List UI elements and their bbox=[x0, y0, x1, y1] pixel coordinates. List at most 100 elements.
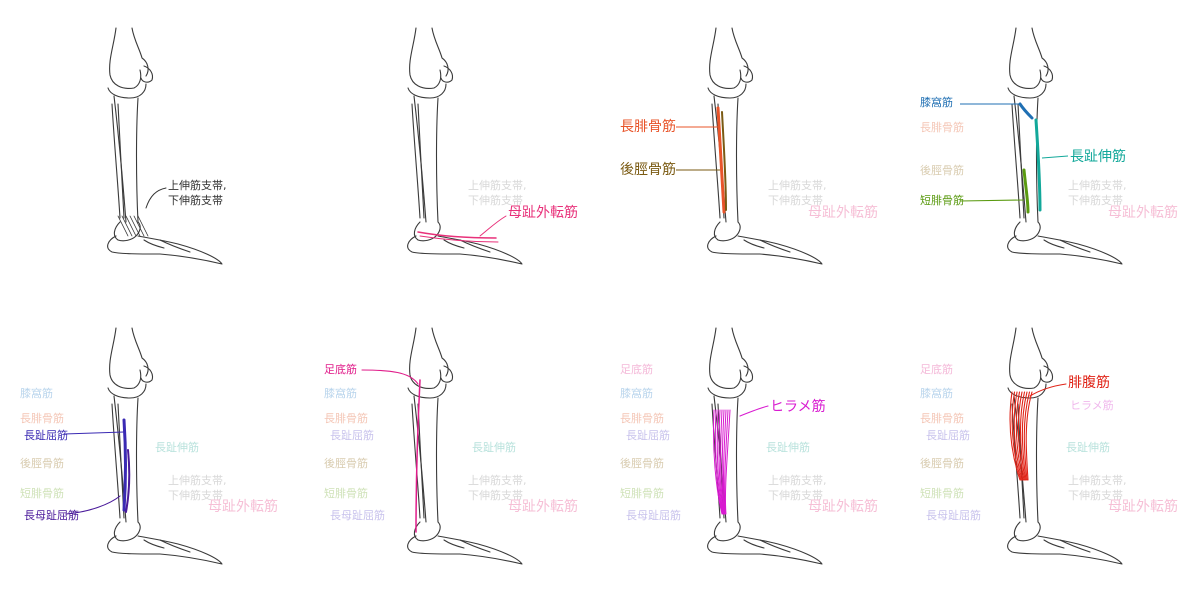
label-retinaculum-1: 上伸筋支帯, bbox=[168, 179, 227, 192]
metatarsal-lines bbox=[143, 539, 191, 553]
femur-edge bbox=[131, 27, 149, 77]
foot-icon bbox=[1007, 535, 1123, 565]
label-peroneus-longus: 長腓骨筋 bbox=[920, 412, 964, 425]
retinaculum-leader bbox=[145, 187, 167, 209]
patella-icon bbox=[740, 365, 754, 383]
label-flexor-digitorum: 長趾屈筋 bbox=[626, 429, 670, 442]
soleus-strand bbox=[724, 409, 731, 515]
label-abductor: 母趾外転筋 bbox=[1108, 205, 1178, 221]
fibula-icon bbox=[411, 103, 425, 219]
femur-icon bbox=[109, 327, 142, 389]
femur-icon bbox=[409, 327, 442, 389]
label-retinaculum-2: 下伸筋支帯 bbox=[168, 194, 223, 207]
gastrocnemius-strand bbox=[1015, 391, 1024, 481]
label-popliteus: 膝窩筋 bbox=[20, 387, 53, 400]
foot-icon bbox=[107, 235, 223, 265]
femur-edge bbox=[131, 327, 149, 377]
tibia-plateau bbox=[407, 83, 447, 99]
femur-edge bbox=[1031, 327, 1049, 377]
foot-icon bbox=[707, 535, 823, 565]
label-peroneus-brevis: 短腓骨筋 bbox=[920, 194, 964, 207]
label-retinaculum-1: 上伸筋支帯, bbox=[468, 474, 527, 487]
label-retinaculum-2: 下伸筋支帯 bbox=[768, 194, 823, 207]
talus-icon bbox=[413, 221, 441, 242]
tibia-icon bbox=[413, 95, 439, 223]
femur-icon bbox=[1009, 27, 1042, 89]
label-peroneus-brevis: 短腓骨筋 bbox=[920, 487, 964, 500]
abductor-muscle bbox=[419, 235, 499, 243]
label-retinaculum-2: 下伸筋支帯 bbox=[1068, 489, 1123, 502]
metatarsal-lines bbox=[743, 239, 791, 253]
leg-skeleton bbox=[1007, 327, 1123, 565]
flexor-hallucis-muscle bbox=[125, 449, 131, 513]
patella-icon bbox=[1040, 65, 1054, 83]
label-popliteus: 膝窩筋 bbox=[324, 387, 357, 400]
label-ext-digitorum: 長趾伸筋 bbox=[766, 441, 810, 454]
popliteus-muscle bbox=[1018, 102, 1034, 120]
foot-icon bbox=[707, 235, 823, 265]
label-peroneus-longus: 長腓骨筋 bbox=[920, 121, 964, 134]
label-ext-digitorum: 長趾伸筋 bbox=[1070, 149, 1126, 165]
femur-edge bbox=[1031, 27, 1049, 77]
label-soleus: ヒラメ筋 bbox=[770, 399, 826, 415]
patella-icon bbox=[440, 65, 454, 83]
label-retinaculum-1: 上伸筋支帯, bbox=[768, 179, 827, 192]
retinaculum-hatch bbox=[125, 215, 137, 237]
label-ext-digitorum: 長趾伸筋 bbox=[472, 441, 516, 454]
label-gastrocnemius: 腓腹筋 bbox=[1068, 375, 1110, 391]
gastrocnemius-strand bbox=[1025, 391, 1033, 481]
talus-icon bbox=[1013, 521, 1041, 542]
label-plantaris: 足底筋 bbox=[620, 363, 653, 376]
tibia-plateau bbox=[707, 383, 747, 399]
label-retinaculum-2: 下伸筋支帯 bbox=[468, 194, 523, 207]
tibia-icon bbox=[1013, 95, 1039, 223]
label-abductor: 母趾外転筋 bbox=[508, 499, 578, 515]
label-peroneus-brevis: 短腓骨筋 bbox=[620, 487, 664, 500]
soleus-strand bbox=[714, 409, 723, 515]
talus-icon bbox=[1013, 221, 1041, 242]
panel-gastrocnemius: 足底筋 腓腹筋 膝窩筋 ヒラメ筋 長腓骨筋 長趾屈筋 長趾伸筋 後脛骨筋 短腓骨… bbox=[900, 300, 1200, 600]
talus-icon bbox=[113, 521, 141, 542]
soleus-strand bbox=[722, 409, 727, 515]
label-retinaculum-2: 下伸筋支帯 bbox=[768, 489, 823, 502]
leg-skeleton bbox=[107, 27, 223, 265]
soleus-strand bbox=[712, 409, 723, 515]
retinaculum-hatch bbox=[117, 215, 129, 237]
leg-skeleton bbox=[707, 327, 823, 565]
panel-retinaculum: 上伸筋支帯, 下伸筋支帯 bbox=[0, 0, 300, 300]
fibula-icon bbox=[111, 403, 125, 519]
label-retinaculum-1: 上伸筋支帯, bbox=[468, 179, 527, 192]
leader-ext-digitorum bbox=[1041, 155, 1069, 159]
retinaculum-hatch bbox=[121, 215, 133, 237]
leader-flexor-digitorum bbox=[63, 431, 125, 435]
label-flexor-digitorum: 長趾屈筋 bbox=[330, 429, 374, 442]
leg-skeleton bbox=[676, 27, 823, 265]
leader-gastrocnemius bbox=[1029, 383, 1067, 397]
tibialis-posterior-muscle bbox=[721, 111, 727, 211]
tibia-plateau bbox=[1007, 83, 1047, 99]
panel-peroneus-longus: 長腓骨筋 後脛骨筋 上伸筋支帯, 下伸筋支帯 母趾外転筋 bbox=[600, 0, 900, 300]
label-popliteus: 膝窩筋 bbox=[620, 387, 653, 400]
tibia-plateau bbox=[107, 383, 147, 399]
soleus-strand bbox=[718, 409, 724, 515]
gastrocnemius-strand bbox=[1019, 391, 1026, 481]
label-peroneus-longus: 長腓骨筋 bbox=[620, 412, 664, 425]
foot-icon bbox=[107, 535, 223, 565]
label-ext-digitorum: 長趾伸筋 bbox=[155, 441, 199, 454]
label-flexor-hallucis: 長母趾屈筋 bbox=[926, 509, 981, 522]
panel-abductor: 上伸筋支帯, 下伸筋支帯 母趾外転筋 bbox=[300, 0, 600, 300]
foot-icon bbox=[1007, 235, 1123, 265]
retinaculum-hatch bbox=[133, 215, 145, 237]
femur-edge bbox=[431, 27, 449, 77]
bone-outline bbox=[107, 27, 223, 265]
label-tibialis-posterior: 後脛骨筋 bbox=[20, 457, 64, 470]
leg-skeleton bbox=[407, 27, 523, 265]
label-soleus: ヒラメ筋 bbox=[1070, 399, 1114, 412]
gastrocnemius-strand bbox=[1009, 391, 1021, 481]
talus-icon bbox=[113, 221, 141, 242]
peroneus-longus-muscle bbox=[716, 106, 726, 214]
talus-icon bbox=[713, 521, 741, 542]
label-flexor-hallucis: 長母趾屈筋 bbox=[24, 509, 79, 522]
plantaris-muscle bbox=[415, 379, 421, 533]
label-retinaculum-1: 上伸筋支帯, bbox=[1068, 179, 1127, 192]
